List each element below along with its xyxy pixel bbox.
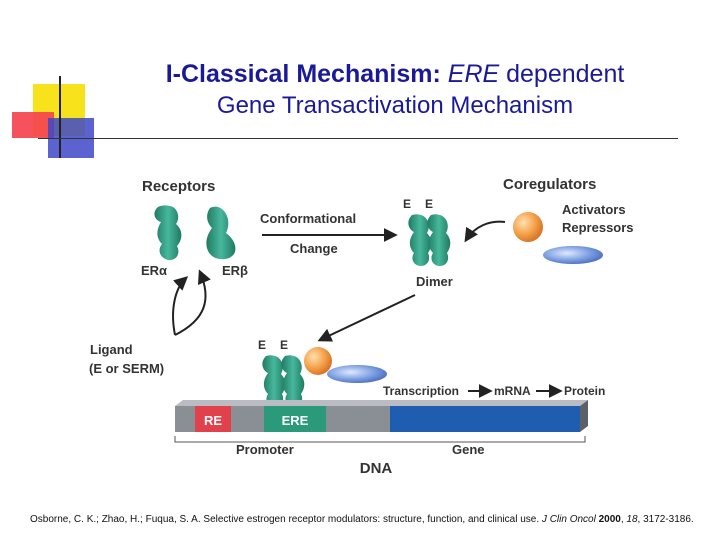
citation-year: 2000 — [598, 514, 621, 525]
dimer-label: Dimer — [416, 274, 453, 289]
change-label: Change — [290, 241, 338, 256]
dimer-to-dna-arrow — [317, 294, 416, 342]
dimer-e-label-2: E — [425, 197, 433, 211]
bound-e-label-1: E — [258, 338, 266, 352]
citation-journal: J Clin Oncol — [541, 514, 596, 525]
repressor-oval — [543, 246, 603, 264]
citation-pages: , 3172-3186. — [637, 514, 694, 525]
ligand-label: Ligand — [90, 342, 133, 357]
ere-segment — [264, 406, 326, 432]
er-alpha-receptor — [154, 205, 182, 261]
dimer-e-label-1: E — [403, 197, 411, 211]
coactivator-ball — [513, 212, 543, 242]
coregulators-label: Coregulators — [503, 176, 596, 193]
ere-mechanism-diagram: Receptors ERα ERβ Conformational Change … — [89, 176, 634, 477]
ligand-sub-label: (E or SERM) — [89, 361, 164, 376]
decor-vertical-line — [59, 76, 61, 158]
ligand-arrow-to-er-beta — [174, 269, 211, 336]
er-beta-receptor — [206, 206, 236, 260]
slide-title: I-Classical Mechanism: ERE dependent Gen… — [110, 58, 680, 122]
conformational-label: Conformational — [260, 211, 356, 226]
citation: Osborne, C. K.; Zhao, H.; Fuqua, S. A. S… — [30, 514, 694, 525]
protein-label: Protein — [564, 384, 605, 398]
re-segment — [195, 406, 231, 432]
title-bold-part: I-Classical Mechanism: — [165, 60, 441, 88]
receptors-label: Receptors — [142, 178, 215, 195]
mrna-label: mRNA — [494, 384, 531, 398]
re-label: RE — [204, 413, 222, 428]
dimer-receptor-left — [408, 214, 432, 266]
title-divider-line — [38, 138, 678, 139]
dna-top-face — [175, 400, 588, 406]
ligand-arrow-to-er-alpha — [172, 276, 189, 336]
dimer-receptor-right — [427, 214, 451, 266]
title-line-1: I-Classical Mechanism: ERE dependent — [110, 58, 680, 90]
promoter-label: Promoter — [236, 442, 294, 457]
gene-label: Gene — [452, 442, 485, 457]
title-line-2: Gene Transactivation Mechanism — [216, 92, 574, 119]
er-alpha-label: ERα — [141, 263, 167, 278]
repressors-label: Repressors — [562, 220, 634, 235]
ere-label: ERE — [282, 413, 309, 428]
citation-authors: Osborne, C. K.; Zhao, H.; Fuqua, S. A. S… — [30, 514, 540, 525]
bound-coactivator-ball — [304, 347, 332, 375]
er-beta-label: ERβ — [222, 263, 248, 278]
activators-label: Activators — [562, 202, 626, 217]
bound-coregulator-oval — [327, 365, 387, 383]
dna-label: DNA — [360, 460, 393, 477]
transcription-label: Transcription — [383, 384, 459, 398]
coregulator-arrow — [464, 220, 506, 243]
gene-segment — [390, 406, 580, 432]
dna-end-face — [580, 400, 588, 432]
bound-receptor-right — [281, 355, 305, 407]
bound-receptor-left — [262, 355, 286, 407]
bound-e-label-2: E — [280, 338, 288, 352]
title-italic-part: ERE — [447, 60, 500, 88]
title-line1-rest: dependent — [506, 60, 625, 88]
citation-volume: 18 — [626, 514, 638, 525]
dna-bracket — [174, 436, 586, 443]
decor-red-bar — [12, 112, 54, 138]
